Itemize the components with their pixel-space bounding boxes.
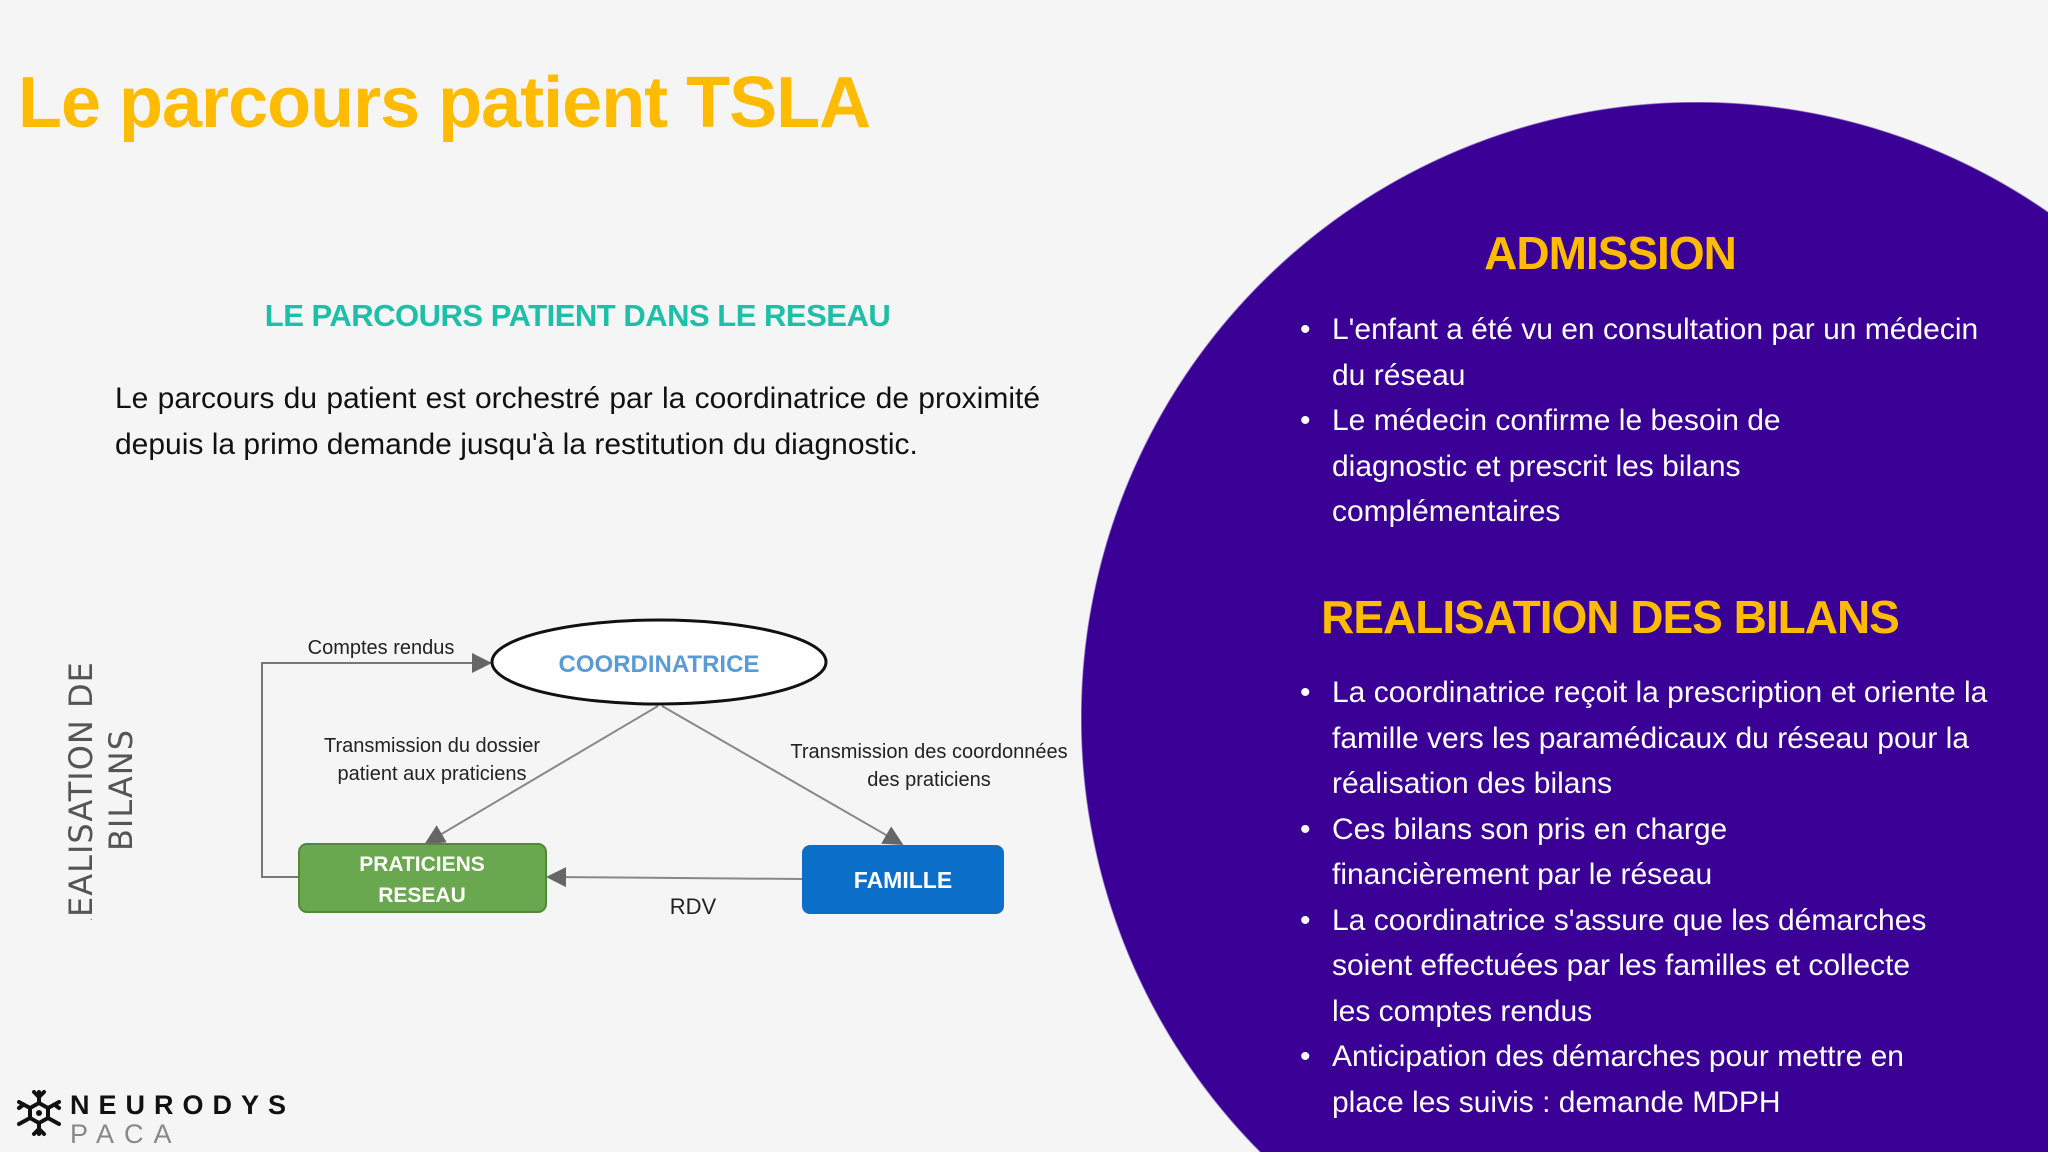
dossier-arrow <box>424 705 659 845</box>
dossier-label-1: Transmission du dossier <box>324 735 540 757</box>
rdv-arrow <box>546 867 803 888</box>
flow-diagram: COORDINATRICE PRATICIENS RESEAU FAMILLE … <box>261 618 1068 919</box>
coordinatrice-label: COORDINATRICE <box>559 651 760 678</box>
admission-heading: ADMISSION <box>1484 227 1737 279</box>
intro-paragraph: Le parcours du patient est orchestré par… <box>115 382 1040 461</box>
list-item: Anticipation des démarches pour mettre e… <box>1300 1034 2000 1125</box>
bilans-heading: REALISATION DES BILANS <box>1321 591 1900 643</box>
page-title: Le parcours patient TSLA <box>18 63 871 143</box>
logo-name: NEURODYS <box>70 1090 296 1120</box>
dossier-label-2: patient aux praticiens <box>337 763 526 785</box>
list-item: Ces bilans son pris en charge financière… <box>1300 807 2000 898</box>
praticiens-node <box>298 843 547 913</box>
rdv-label: RDV <box>670 894 717 919</box>
side-label: REALISATION DES BILANS <box>62 660 140 920</box>
neuron-logo-icon <box>17 1090 61 1136</box>
bilans-list: La coordinatrice reçoit la prescription … <box>1300 670 2000 1125</box>
coordonnees-label-1: Transmission des coordonnées <box>790 741 1067 763</box>
list-item: Le médecin confirme le besoin de diagnos… <box>1300 398 2000 535</box>
praticiens-label-1: PRATICIENS <box>359 853 485 876</box>
comptes-rendus-label: Comptes rendus <box>308 637 455 659</box>
list-item: La coordinatrice reçoit la prescription … <box>1300 670 2000 807</box>
famille-label: FAMILLE <box>854 867 952 893</box>
side-label-line-1: REALISATION DES <box>62 660 100 920</box>
logo-region: PACA <box>70 1119 182 1149</box>
coordinatrice-node <box>490 618 828 706</box>
comptes-rendus-arrow <box>261 653 492 878</box>
coordonnees-label-2: des praticiens <box>867 769 990 791</box>
section-subtitle: LE PARCOURS PATIENT DANS LE RESEAU <box>264 298 891 333</box>
famille-node <box>802 845 1004 914</box>
list-item: La coordinatrice s'assure que les démarc… <box>1300 898 2000 1035</box>
list-item: L'enfant a été vu en consultation par un… <box>1300 307 2000 398</box>
admission-list: L'enfant a été vu en consultation par un… <box>1300 307 2000 535</box>
side-label-line-2: BILANS <box>102 729 140 851</box>
praticiens-label-2: RESEAU <box>378 884 466 907</box>
coordonnees-arrow <box>661 705 904 845</box>
